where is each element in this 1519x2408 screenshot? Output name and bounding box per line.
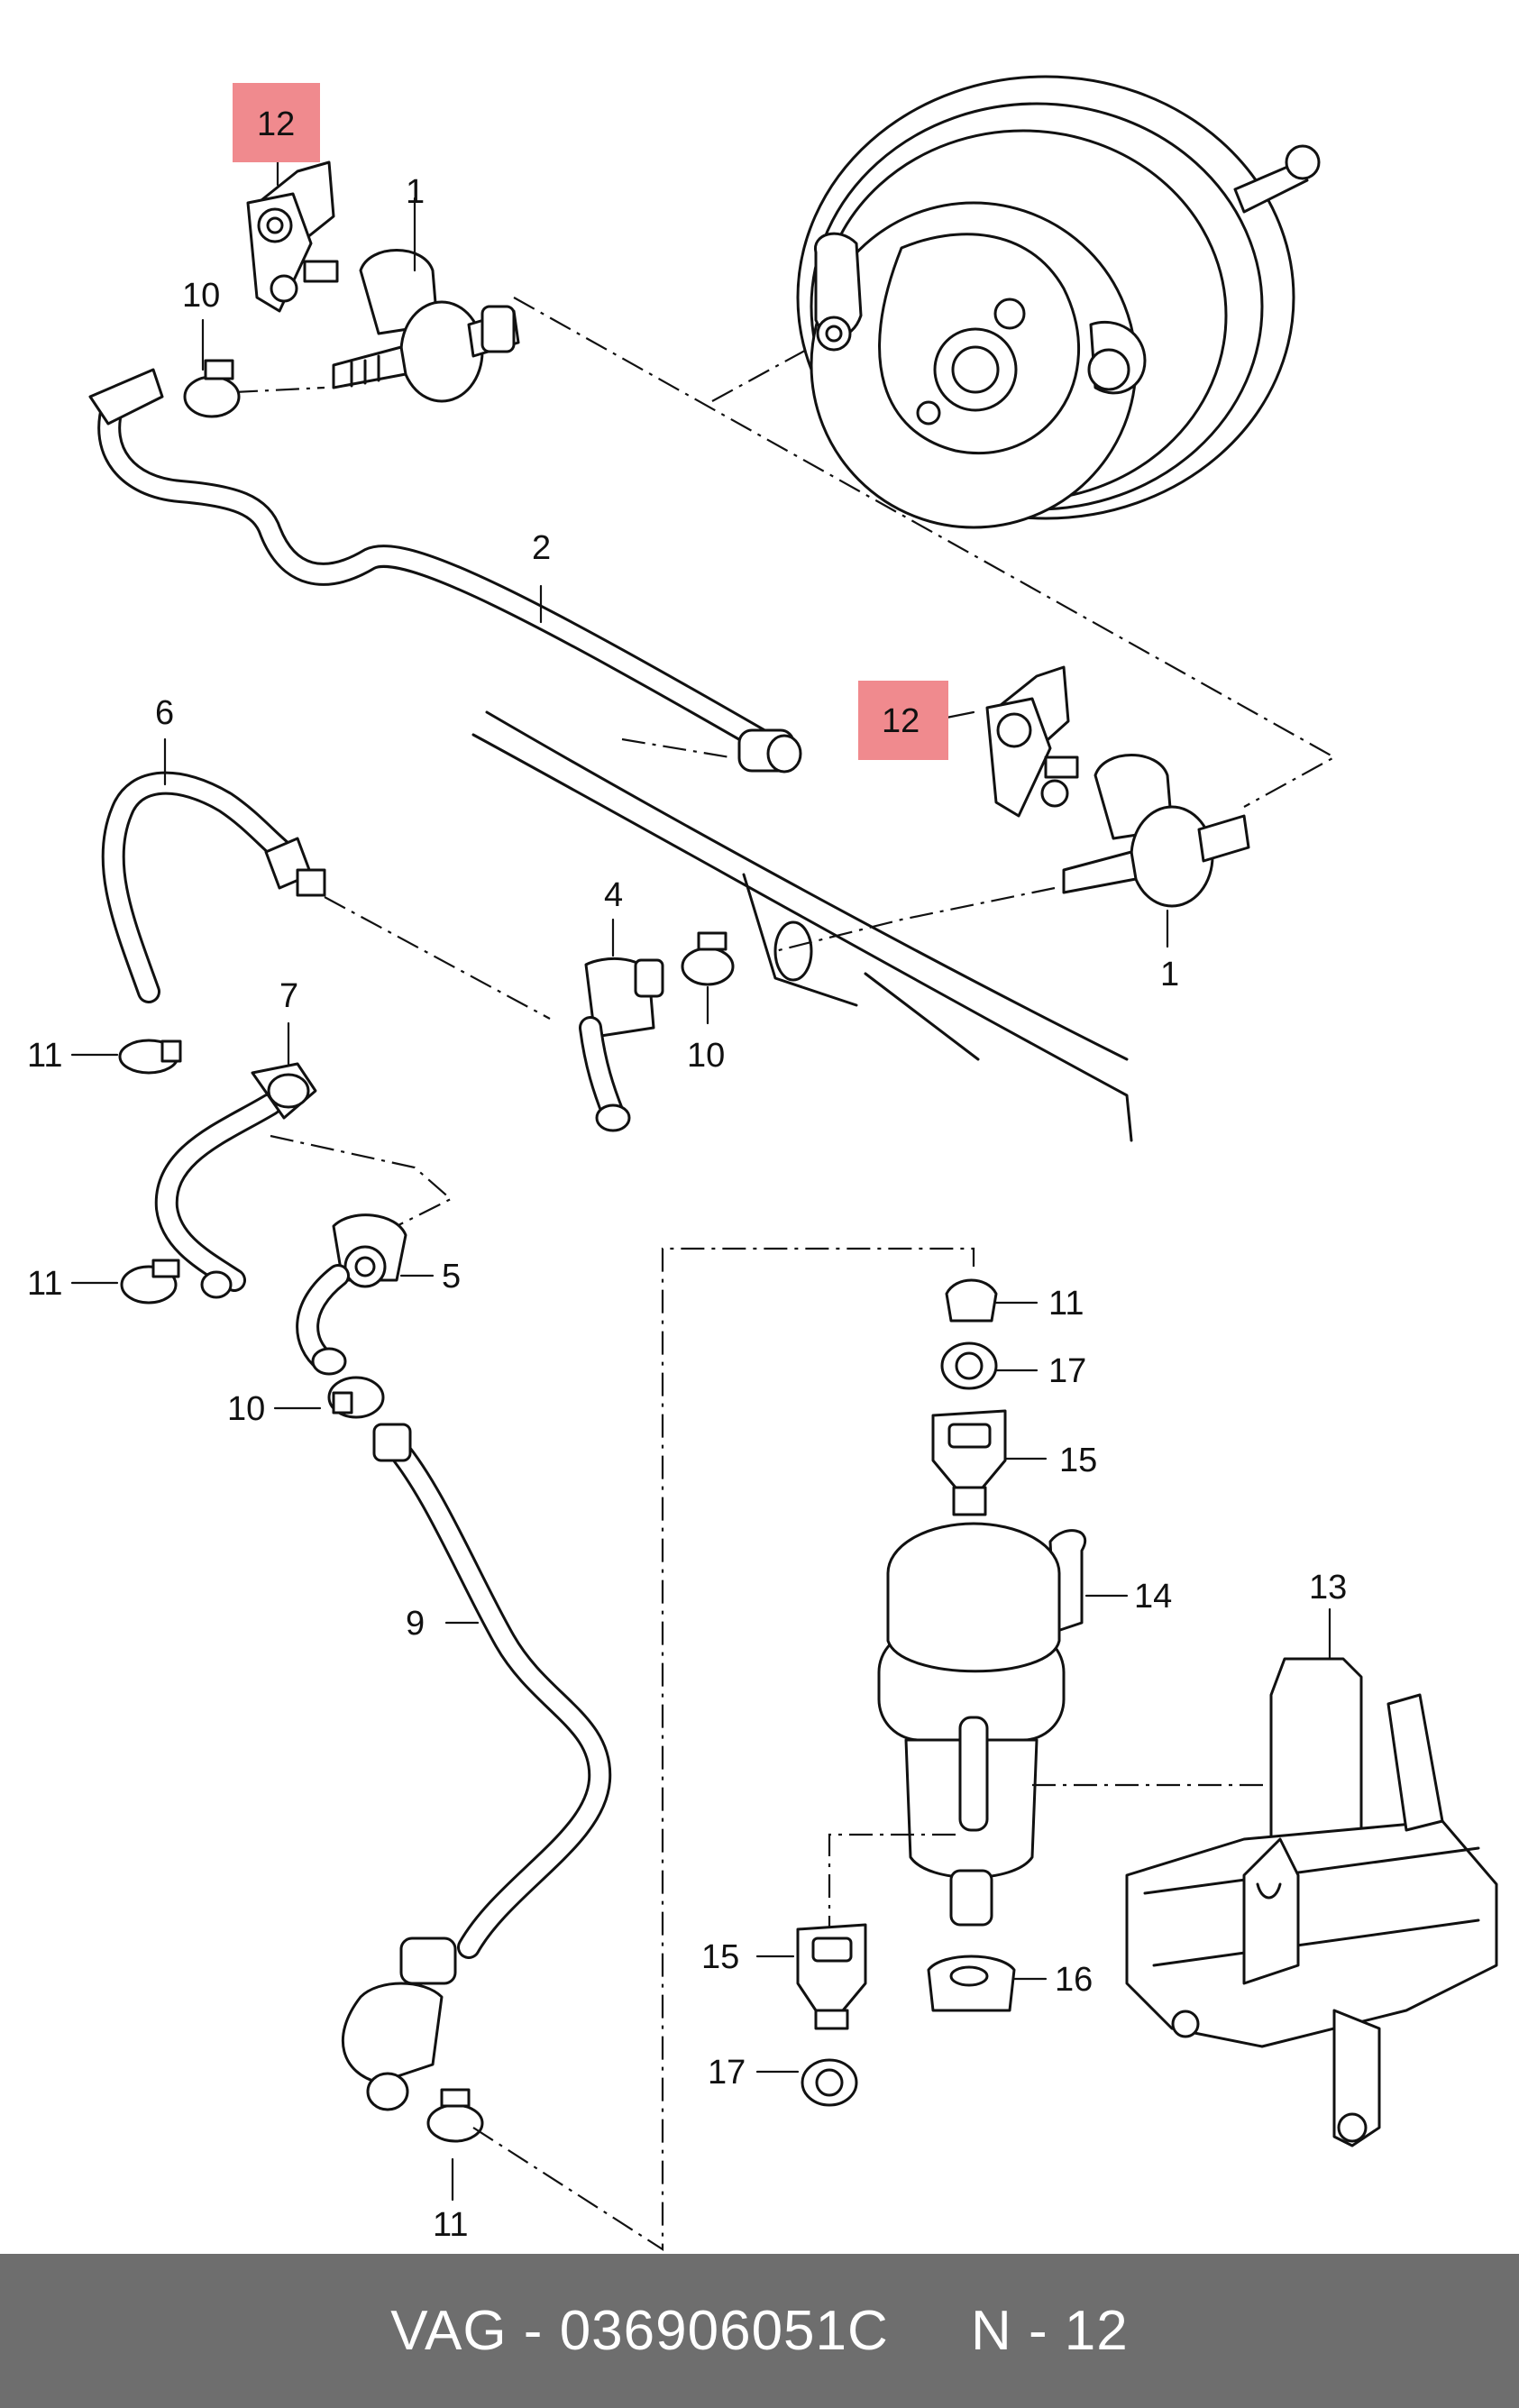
connector-4 xyxy=(579,957,664,1132)
callout-16: 16 xyxy=(1055,1961,1093,1999)
bracket-mid xyxy=(985,665,1079,818)
callout-17-a: 17 xyxy=(1048,1352,1086,1390)
hose-7 xyxy=(154,1062,317,1299)
parts-diagram: 12 1 10 2 12 6 1 4 10 11 7 11 5 10 9 11 … xyxy=(27,75,1498,2252)
connector-15-a xyxy=(931,1409,1007,1516)
ref-line-top xyxy=(513,297,1337,808)
cap-11-d xyxy=(945,1278,998,1323)
callout-11-c: 11 xyxy=(433,2206,468,2244)
ref-line-booster xyxy=(711,346,812,402)
footer-gap xyxy=(889,2299,971,2363)
callout-10-mid: 10 xyxy=(687,1037,725,1075)
grommet-16 xyxy=(927,1955,1016,2012)
callout-10-top: 10 xyxy=(182,277,220,315)
callout-9: 9 xyxy=(406,1605,425,1643)
callout-7: 7 xyxy=(279,977,298,1015)
footer-position: N - 12 xyxy=(970,2300,1129,2362)
connector-15-b xyxy=(796,1923,867,2030)
callout-12-top: 12 xyxy=(257,105,295,143)
nut-17-a xyxy=(940,1341,998,1390)
callout-5: 5 xyxy=(442,1258,461,1296)
callout-10-low: 10 xyxy=(227,1390,265,1428)
callout-11-b: 11 xyxy=(27,1265,62,1303)
clamp-11-b xyxy=(120,1259,180,1305)
ref-line-lower xyxy=(472,1247,975,2252)
callout-15-b: 15 xyxy=(701,1938,739,1976)
footer-part-number: 036906051C xyxy=(559,2300,889,2362)
callout-13: 13 xyxy=(1309,1569,1347,1607)
elbow-5 xyxy=(296,1213,407,1376)
highlight-12-mid xyxy=(858,681,948,760)
clamp-10-low xyxy=(327,1376,385,1419)
clamp-11-c xyxy=(426,2088,484,2143)
check-valve-mid xyxy=(1062,754,1250,908)
callout-6: 6 xyxy=(155,694,174,732)
leader-lines xyxy=(70,87,1331,2202)
callout-11-d: 11 xyxy=(1048,1285,1084,1323)
highlight-12-top xyxy=(233,83,320,162)
pressure-valve-14 xyxy=(877,1522,1087,1927)
hose-2 xyxy=(88,368,802,774)
callout-14: 14 xyxy=(1134,1578,1172,1616)
footer-brand: VAG xyxy=(390,2300,508,2362)
footer-bar: VAG - 036906051C N - 12 xyxy=(0,2254,1519,2408)
ref-line-valve-mid xyxy=(774,886,1056,953)
callout-15-a: 15 xyxy=(1059,1442,1097,1479)
callout-12-mid: 12 xyxy=(882,702,920,740)
body-panel xyxy=(471,710,1133,1142)
bracket-13 xyxy=(1125,1657,1498,2147)
clamp-11-a xyxy=(118,1039,182,1075)
callout-4: 4 xyxy=(604,876,623,914)
callout-11-a: 11 xyxy=(27,1037,62,1075)
bracket-top xyxy=(246,160,339,313)
callout-1-top: 1 xyxy=(406,173,425,211)
ref-line-6-4 xyxy=(324,896,551,1020)
clamp-10-mid xyxy=(681,931,735,986)
hose-9 xyxy=(341,1423,612,2111)
ref-line-mid xyxy=(621,737,731,759)
ref-line-7-5 xyxy=(270,1134,453,1231)
check-valve-top xyxy=(332,249,520,403)
clamp-10-top xyxy=(183,359,241,418)
brake-booster xyxy=(796,75,1321,529)
footer-separator: - xyxy=(523,2300,544,2362)
ref-line-14-15 xyxy=(828,1833,956,1929)
callout-2: 2 xyxy=(532,529,551,567)
callout-1-mid: 1 xyxy=(1160,956,1179,993)
ref-line-clamp-top xyxy=(233,386,325,394)
callout-17-b: 17 xyxy=(708,2054,746,2092)
hose-6 xyxy=(101,771,326,1003)
nut-17-b xyxy=(801,2058,858,2107)
